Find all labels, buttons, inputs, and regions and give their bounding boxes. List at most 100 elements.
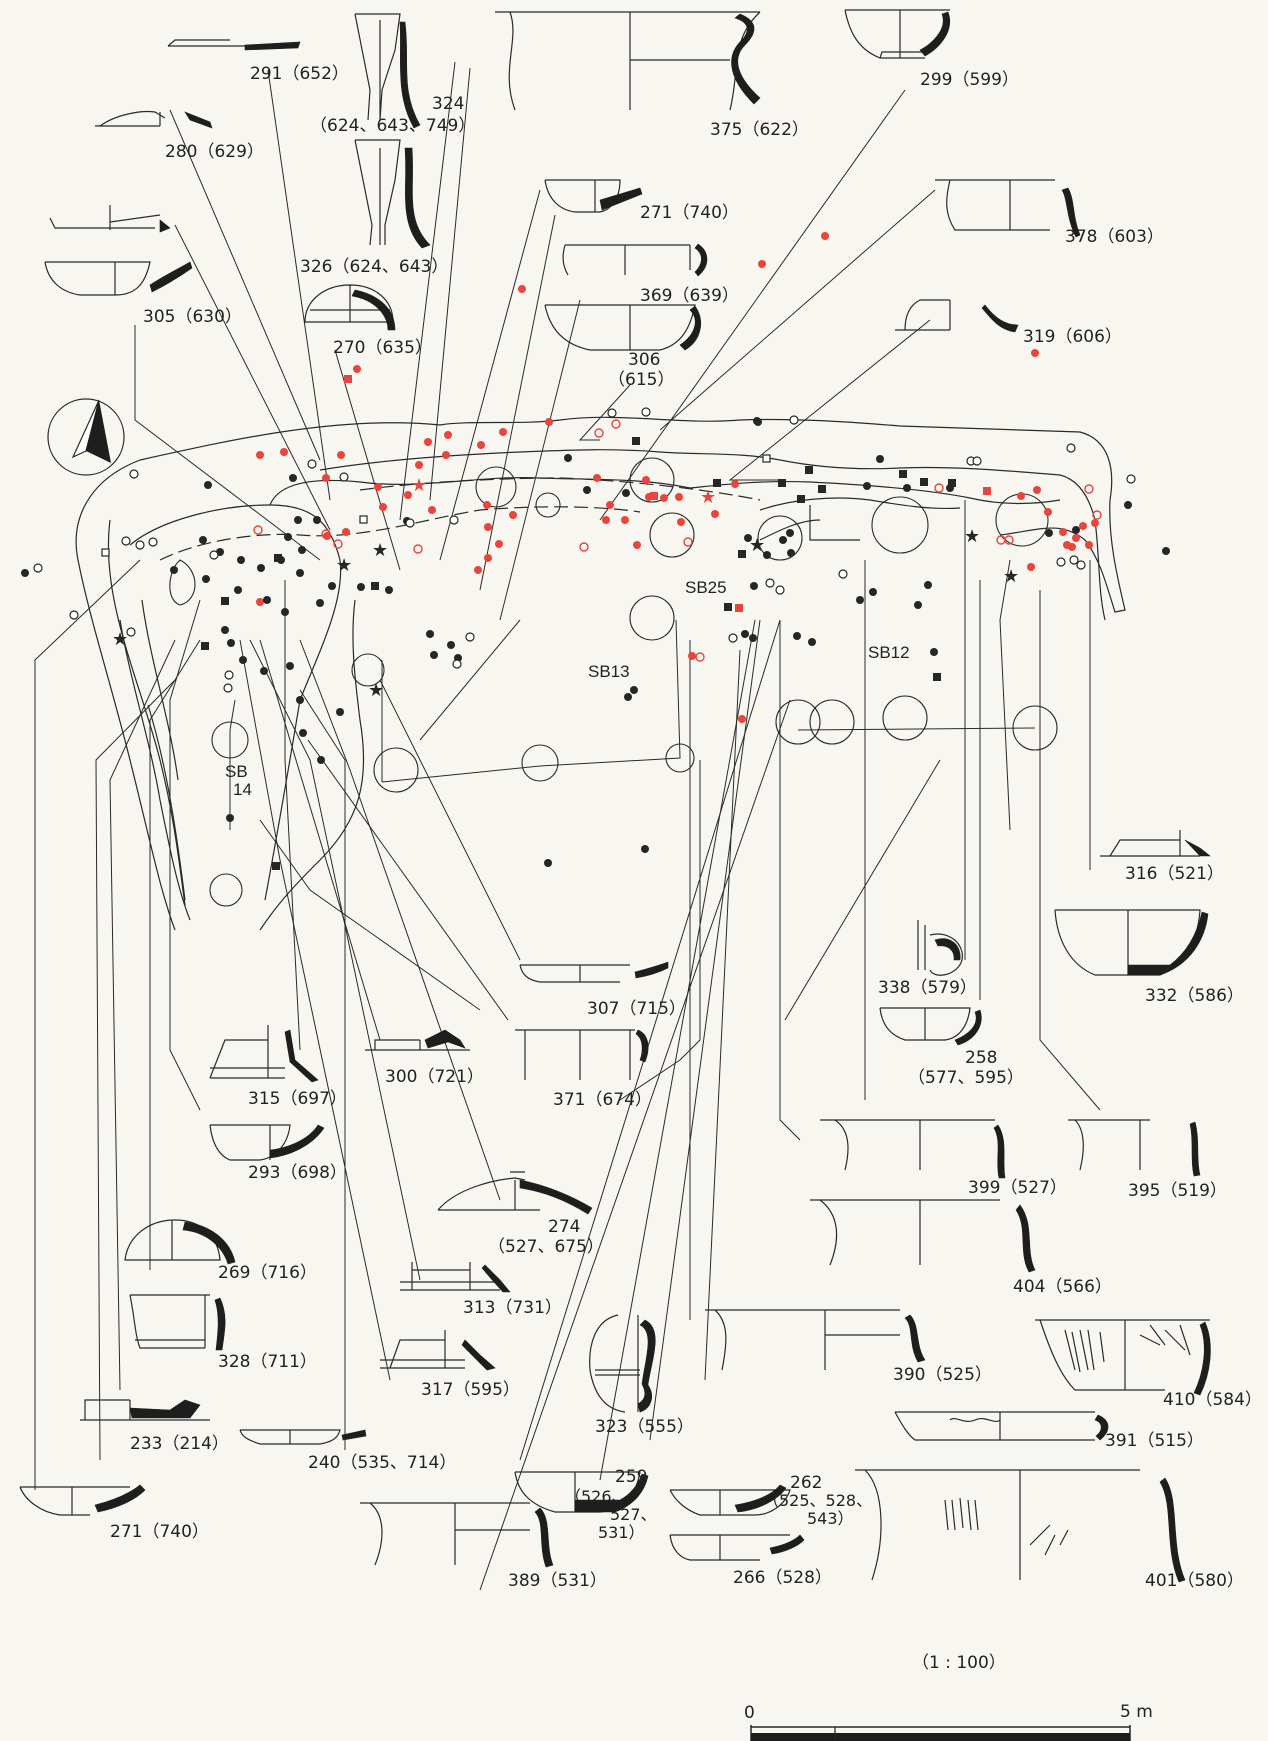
label-315: 315（697） bbox=[248, 1089, 347, 1109]
label-259-refs-2: 527、 bbox=[610, 1505, 657, 1524]
pot-326 bbox=[354, 139, 431, 249]
scale-zero: 0 bbox=[744, 1703, 755, 1723]
label-410: 410（584） bbox=[1163, 1390, 1262, 1410]
label-375: 375（622） bbox=[710, 120, 809, 140]
label-262-num: 262 bbox=[790, 1473, 822, 1493]
label-324-refs: （624、643、749） bbox=[310, 116, 475, 136]
pot-300 bbox=[365, 1029, 470, 1051]
pot-dish-305-top bbox=[49, 205, 171, 233]
label-324-num: 324 bbox=[432, 94, 464, 114]
label-271-bottom: 271（740） bbox=[110, 1522, 209, 1542]
pot-369 bbox=[562, 243, 708, 277]
label-259-num: 259 bbox=[615, 1467, 647, 1487]
label-326: 326（624、643） bbox=[300, 257, 448, 277]
label-258-num: 258 bbox=[965, 1048, 997, 1068]
pot-328 bbox=[129, 1294, 226, 1351]
label-316: 316（521） bbox=[1125, 864, 1224, 884]
pot-274 bbox=[437, 1171, 593, 1215]
structure-labels: SB25 SB13 SB12 SB 14 bbox=[225, 578, 910, 799]
label-sb12: SB12 bbox=[868, 643, 910, 662]
pot-401 bbox=[855, 1469, 1186, 1583]
label-274-refs: （527、675） bbox=[488, 1237, 604, 1257]
label-328: 328（711） bbox=[218, 1352, 317, 1372]
pot-299 bbox=[844, 9, 950, 59]
pot-375 bbox=[495, 11, 761, 111]
pot-291 bbox=[167, 39, 301, 51]
pot-293 bbox=[209, 1124, 325, 1161]
label-323: 323（555） bbox=[595, 1417, 694, 1437]
pot-399 bbox=[820, 1119, 1006, 1179]
label-233: 233（214） bbox=[130, 1434, 229, 1454]
pottery-drawings bbox=[19, 9, 1211, 1583]
pot-410 bbox=[1035, 1319, 1211, 1396]
label-395: 395（519） bbox=[1128, 1181, 1227, 1201]
label-240: 240（535、714） bbox=[308, 1453, 456, 1473]
scale-ratio: （1 : 100） bbox=[912, 1653, 1006, 1673]
pot-378 bbox=[935, 179, 1081, 238]
pot-313 bbox=[400, 1262, 511, 1293]
leader-lines bbox=[34, 61, 1101, 1591]
pot-315 bbox=[209, 1025, 319, 1083]
label-391: 391（515） bbox=[1105, 1431, 1204, 1451]
scale-bar: （1 : 100） 0 5 m bbox=[744, 1653, 1153, 1741]
pot-258 bbox=[879, 1007, 982, 1046]
pot-305 bbox=[44, 261, 193, 296]
label-258-refs: （577、595） bbox=[908, 1068, 1024, 1088]
scale-max: 5 m bbox=[1120, 1702, 1153, 1722]
label-306-refs: （615） bbox=[608, 370, 674, 390]
pot-324 bbox=[354, 13, 421, 129]
label-306-num: 306 bbox=[628, 350, 660, 370]
svg-text:★: ★ bbox=[749, 535, 765, 556]
pot-307 bbox=[519, 961, 669, 983]
label-293: 293（698） bbox=[248, 1163, 347, 1183]
svg-text:★: ★ bbox=[336, 555, 352, 576]
label-390: 390（525） bbox=[893, 1365, 992, 1385]
label-371: 371（674） bbox=[553, 1090, 652, 1110]
dwelling-outlines bbox=[75, 416, 1126, 931]
pot-266 bbox=[669, 1534, 805, 1561]
pottery-labels: 291（652） 324 （624、643、749） 375（622） 299（… bbox=[110, 64, 1262, 1591]
pot-395 bbox=[1068, 1119, 1201, 1177]
label-259-refs-3: 531） bbox=[598, 1523, 645, 1542]
pot-319 bbox=[895, 299, 1019, 333]
label-270: 270（635） bbox=[333, 338, 432, 358]
svg-text:★: ★ bbox=[411, 475, 427, 496]
label-338: 338（579） bbox=[878, 978, 977, 998]
pot-233 bbox=[80, 1399, 210, 1421]
pot-306 bbox=[544, 304, 702, 351]
label-389: 389（531） bbox=[508, 1571, 607, 1591]
pot-259 bbox=[514, 1471, 649, 1513]
find-points: ★★★ ★★★ ★★ ★ bbox=[21, 232, 1170, 870]
pot-316 bbox=[1100, 830, 1211, 857]
pot-269 bbox=[124, 1219, 236, 1265]
label-259-refs-1: （526、 bbox=[565, 1487, 628, 1506]
pot-332 bbox=[1054, 909, 1209, 976]
label-404: 404（566） bbox=[1013, 1277, 1112, 1297]
pot-390 bbox=[705, 1309, 926, 1371]
label-266: 266（528） bbox=[733, 1568, 832, 1588]
label-271-top: 271（740） bbox=[640, 203, 739, 223]
pot-389 bbox=[360, 1502, 554, 1568]
north-arrow bbox=[47, 398, 125, 476]
label-sb25: SB25 bbox=[685, 578, 727, 597]
pot-391 bbox=[894, 1411, 1109, 1441]
label-401: 401（580） bbox=[1145, 1571, 1244, 1591]
pits bbox=[169, 457, 1058, 907]
label-305: 305（630） bbox=[143, 307, 242, 327]
label-378: 378（603） bbox=[1065, 227, 1164, 247]
label-317: 317（595） bbox=[421, 1380, 520, 1400]
label-313: 313（731） bbox=[463, 1298, 562, 1318]
pot-280 bbox=[95, 110, 213, 129]
pot-262 bbox=[669, 1484, 791, 1516]
label-369: 369（639） bbox=[640, 286, 739, 306]
label-291: 291（652） bbox=[250, 64, 349, 84]
label-319: 319（606） bbox=[1023, 327, 1122, 347]
svg-text:★: ★ bbox=[700, 487, 716, 508]
svg-text:★: ★ bbox=[368, 680, 384, 701]
label-274-num: 274 bbox=[548, 1217, 580, 1237]
label-262-refs-1: （525、528、 bbox=[763, 1491, 872, 1510]
label-307: 307（715） bbox=[587, 999, 686, 1019]
label-sb14-bottom: 14 bbox=[233, 780, 252, 799]
label-399: 399（527） bbox=[968, 1178, 1067, 1198]
